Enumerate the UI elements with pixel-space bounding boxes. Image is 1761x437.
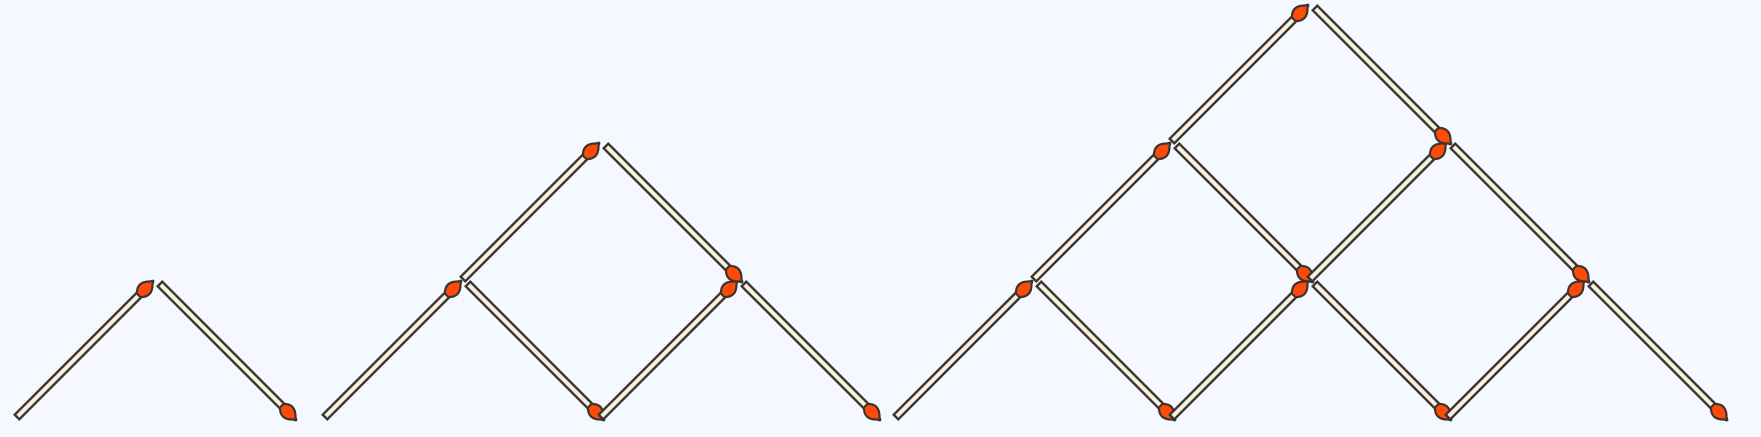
figure-2-stick-1 bbox=[321, 279, 463, 421]
matchstick-icon bbox=[1449, 142, 1582, 275]
figure-2-stick-2 bbox=[464, 280, 606, 422]
matchstick-icon bbox=[1587, 280, 1720, 413]
matchstick-icon bbox=[321, 288, 454, 421]
match-head-icon bbox=[1566, 279, 1586, 299]
matchstick-icon bbox=[1444, 288, 1577, 421]
figure-2-stick-6 bbox=[602, 142, 744, 284]
matchstick-icon bbox=[1030, 150, 1163, 283]
matchstick-icon bbox=[156, 280, 289, 413]
match-head-icon bbox=[724, 264, 744, 284]
figure-3-stick-9 bbox=[1306, 141, 1448, 283]
matchstick-icon bbox=[13, 288, 146, 421]
matchstick-icon bbox=[1311, 280, 1444, 413]
matchstick-icon bbox=[1173, 142, 1306, 275]
match-head-icon bbox=[1709, 402, 1729, 422]
match-head-icon bbox=[1152, 141, 1172, 161]
figure-3-stick-6 bbox=[1587, 280, 1729, 422]
figure-3-stick-12 bbox=[1311, 4, 1453, 146]
figure-3-stick-3 bbox=[1168, 279, 1310, 421]
match-head-icon bbox=[135, 279, 155, 299]
matchstick-icon bbox=[1168, 12, 1301, 145]
match-head-icon bbox=[1290, 279, 1310, 299]
matchstick-icon bbox=[459, 150, 592, 283]
figure-3-stick-2 bbox=[1035, 280, 1177, 422]
match-head-icon bbox=[1290, 3, 1310, 23]
figure-3 bbox=[892, 3, 1729, 422]
matchstick-icon bbox=[1306, 150, 1439, 283]
match-head-icon bbox=[581, 141, 601, 161]
figure-3-stick-5 bbox=[1444, 279, 1586, 421]
matchstick-icon bbox=[597, 288, 730, 421]
matchstick-icon bbox=[1311, 4, 1444, 137]
matchstick-icon bbox=[1168, 288, 1301, 421]
match-head-icon bbox=[719, 279, 739, 299]
match-head-icon bbox=[1428, 141, 1448, 161]
figure-3-stick-10 bbox=[1449, 142, 1591, 284]
matchstick-icon bbox=[1035, 280, 1168, 413]
figure-1 bbox=[13, 279, 298, 422]
figure-3-stick-7 bbox=[1030, 141, 1172, 283]
match-head-icon bbox=[278, 402, 298, 422]
figure-3-stick-11 bbox=[1168, 3, 1310, 145]
figure-2-stick-3 bbox=[597, 279, 739, 421]
figure-2-stick-5 bbox=[459, 141, 601, 283]
matchstick-icon bbox=[464, 280, 597, 413]
matchstick-icon bbox=[602, 142, 735, 275]
match-head-icon bbox=[1571, 264, 1591, 284]
figure-2-stick-4 bbox=[740, 280, 882, 422]
match-head-icon bbox=[443, 279, 463, 299]
match-head-icon bbox=[1433, 126, 1453, 146]
figure-3-stick-8 bbox=[1173, 142, 1315, 284]
figure-1-stick-1 bbox=[13, 279, 155, 421]
figure-3-stick-1 bbox=[892, 279, 1034, 421]
figure-1-stick-2 bbox=[156, 280, 298, 422]
match-head-icon bbox=[1014, 279, 1034, 299]
figure-3-stick-4 bbox=[1311, 280, 1453, 422]
matchstick-icon bbox=[892, 288, 1025, 421]
matchstick-icon bbox=[740, 280, 873, 413]
match-head-icon bbox=[862, 402, 882, 422]
figure-2 bbox=[321, 141, 882, 422]
